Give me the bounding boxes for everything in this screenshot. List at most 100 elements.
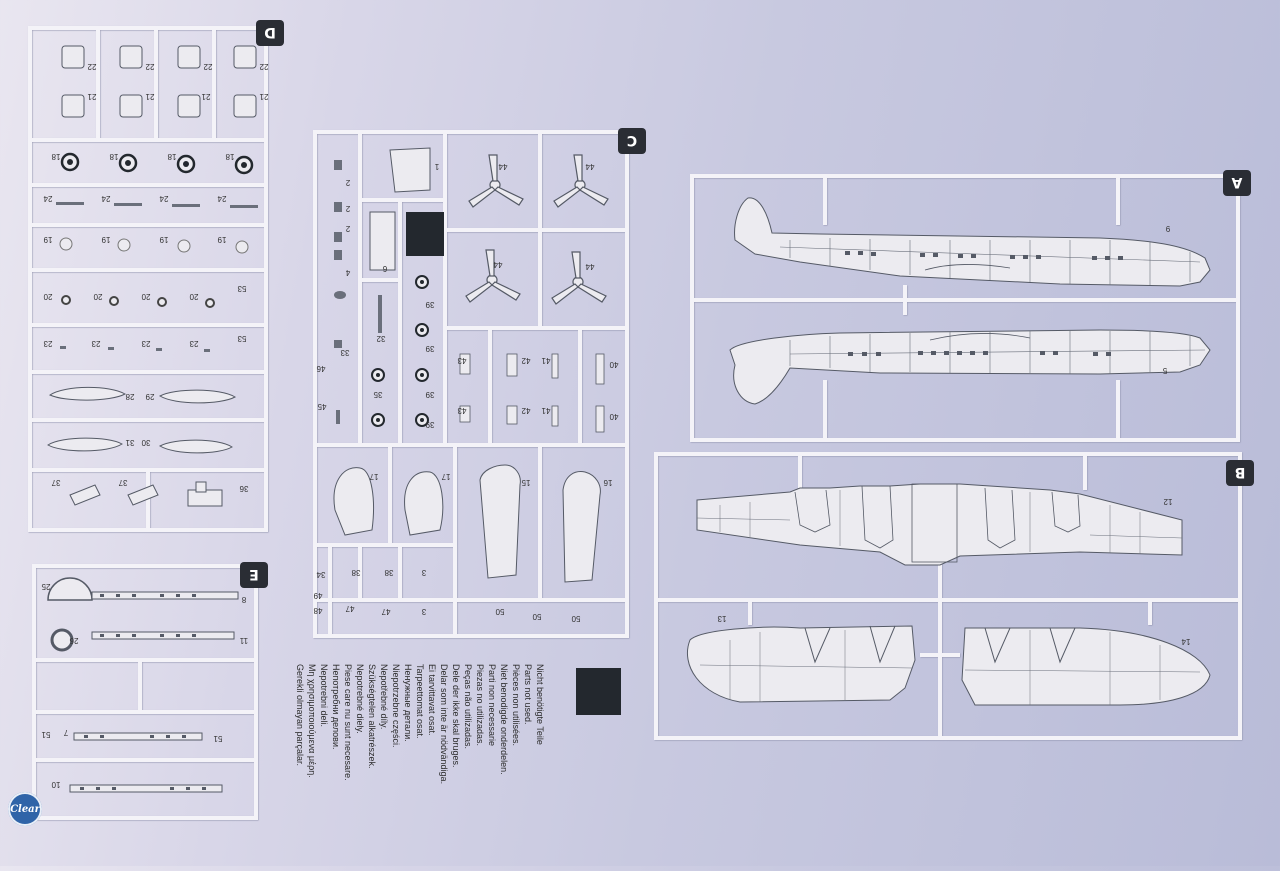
part-number-c: 17 — [441, 472, 450, 481]
sprue-e — [32, 564, 258, 820]
part-number-e: 11 — [239, 636, 248, 645]
part-number-d: 23 — [91, 339, 100, 348]
legend-line: Ei tarvittavat osat. — [427, 664, 437, 736]
d-struts — [56, 202, 258, 352]
legend-line: Peças não utilizadas. — [463, 664, 473, 750]
e-parts — [47, 577, 239, 793]
legend-line: Tarpeettomat osat. — [415, 664, 425, 739]
part-number-c: 3 — [421, 568, 426, 577]
part-number-c: 47 — [381, 607, 390, 616]
wing-outer-13 — [686, 625, 916, 703]
part-number-e: 10 — [51, 780, 60, 789]
part-number-d: 24 — [101, 194, 110, 203]
part-number-d: 28 — [125, 392, 134, 401]
part-number-c: 6 — [382, 264, 387, 273]
unused-parts-swatch — [576, 668, 621, 715]
fuselage-half-5 — [729, 329, 1211, 405]
part-number-c: 17 — [369, 472, 378, 481]
part-number-d: 24 — [43, 194, 52, 203]
part-number-c: 45 — [317, 402, 326, 411]
part-number-d: 53 — [237, 334, 246, 343]
part-number-c: 50 — [571, 614, 580, 623]
part-number-d: 21 — [201, 92, 210, 101]
part-number-a: 5 — [1162, 366, 1167, 375]
part-number-d: 19 — [159, 235, 168, 244]
sprue-b — [654, 452, 1242, 740]
wing-outer-14 — [961, 627, 1211, 706]
part-number-c: 40 — [609, 412, 618, 421]
part-number-c: 46 — [316, 364, 325, 373]
part-number-c: 41 — [541, 356, 550, 365]
sprue-c — [313, 130, 629, 638]
part-number-d: 23 — [189, 339, 198, 348]
part-number-c: 38 — [351, 568, 360, 577]
part-number-c: 39 — [425, 390, 434, 399]
sprue-label-c: C — [627, 132, 637, 148]
part-number-c: 2 — [345, 224, 350, 233]
part-number-e: 51 — [41, 730, 50, 739]
legend-line: Nepotřebné díly. — [379, 664, 389, 730]
part-number-c: 44 — [498, 162, 507, 171]
part-number-d: 29 — [145, 392, 154, 401]
sprue-label-d: D — [264, 24, 276, 40]
part-number-c: 42 — [521, 406, 530, 415]
c-wheels — [371, 275, 429, 427]
legend-line: Непотребни делови. — [331, 664, 341, 750]
part-number-d: 20 — [43, 292, 52, 301]
legend-line: Parti non necessarie — [487, 664, 497, 747]
legend-line: Parts not used. — [523, 664, 533, 725]
legend-line: Pièces non utilisées. — [511, 664, 521, 747]
part-number-b: 13 — [717, 614, 726, 623]
part-number-c: 15 — [521, 478, 530, 487]
legend-line: Niepotrzebne części. — [391, 664, 401, 748]
part-number-d: 18 — [51, 152, 60, 161]
sprue-a — [690, 174, 1240, 442]
part-number-c: 50 — [495, 607, 504, 616]
part-number-c: 43 — [457, 406, 466, 415]
part-number-c: 33 — [340, 348, 349, 357]
part-number-c: 44 — [585, 262, 594, 271]
part-number-d: 21 — [87, 92, 96, 101]
legend-line: Szükségtelen alkatrészek. — [367, 664, 377, 769]
part-1-shape — [389, 147, 431, 193]
part-number-d: 18 — [109, 152, 118, 161]
brand-logo-text: Clear — [10, 803, 40, 815]
part-number-d: 20 — [141, 292, 150, 301]
part-number-c: 3 — [421, 607, 426, 616]
part-number-c: 40 — [609, 360, 618, 369]
c-engine-parts — [333, 464, 601, 583]
part-number-c: 32 — [376, 334, 385, 343]
part-number-c: 39 — [425, 344, 434, 353]
part-number-c: 44 — [493, 260, 502, 269]
part-number-d: 19 — [217, 235, 226, 244]
part-number-d: 23 — [43, 339, 52, 348]
part-number-c: 47 — [345, 604, 354, 613]
legend-line: Ненужные детали. — [403, 664, 413, 742]
d-tailplanes — [47, 386, 237, 454]
part-number-d: 18 — [167, 152, 176, 161]
part-number-c: 38 — [384, 568, 393, 577]
part-number-d: 53 — [237, 284, 246, 293]
part-number-c: 39 — [425, 420, 434, 429]
part-number-d: 19 — [43, 235, 52, 244]
part-number-c: 49 — [313, 591, 322, 600]
legend-line: Dele der ikke skal bruges. — [451, 664, 461, 768]
legend-line: Nepotrebné diely. — [355, 664, 365, 734]
fuselage-half-9 — [734, 197, 1211, 287]
sprue-label-a: A — [1231, 174, 1242, 190]
d-seats — [61, 45, 257, 118]
unused-part-block — [406, 212, 444, 256]
part-number-e: 8 — [241, 595, 246, 604]
part-number-e: 51 — [213, 734, 222, 743]
part-number-d: 24 — [159, 194, 168, 203]
part-number-d: 37 — [118, 478, 127, 487]
part-number-c: 39 — [425, 300, 434, 309]
part-number-d: 31 — [125, 438, 134, 447]
part-number-d: 21 — [259, 92, 268, 101]
wing-center-12 — [696, 483, 1183, 566]
part-number-d: 24 — [217, 194, 226, 203]
legend-line: Piese care nu sunt necesare. — [343, 664, 353, 781]
